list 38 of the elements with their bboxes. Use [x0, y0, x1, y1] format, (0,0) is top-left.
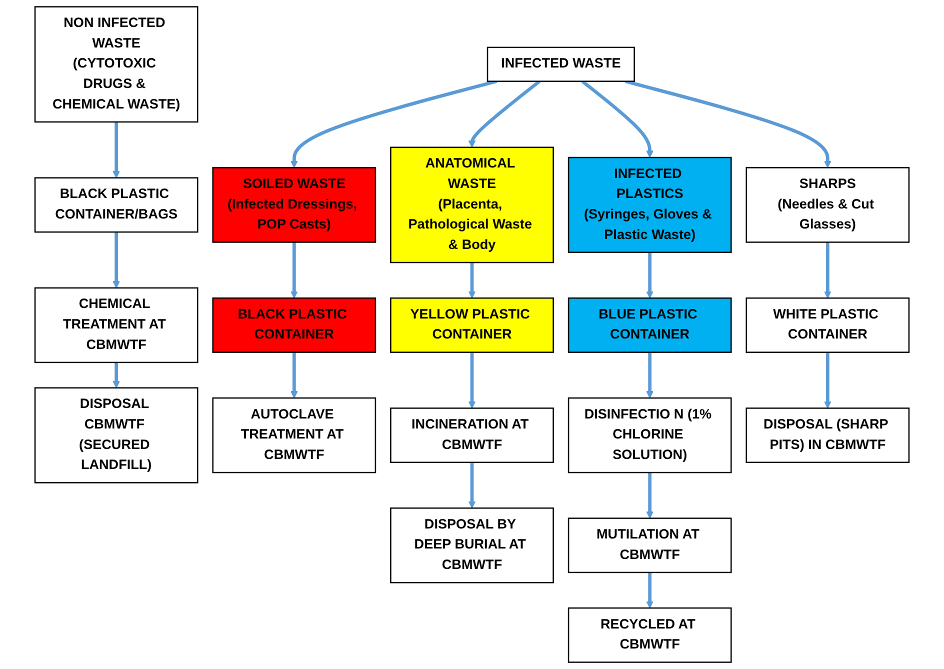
node-box: BLACK PLASTIC CONTAINER/BAGS: [34, 177, 198, 233]
arrow: [112, 362, 120, 388]
arrow: [468, 80, 541, 148]
arrow: [646, 352, 654, 398]
node-box: SHARPS (Needles & Cut Glasses): [746, 167, 910, 243]
arrow: [290, 242, 298, 298]
arrow: [290, 80, 498, 168]
node-box: INFECTED PLASTICS (Syringes, Gloves & Plastic Waste): [568, 156, 732, 253]
node-box: WHITE PLASTIC CONTAINER: [746, 297, 910, 353]
node-box: BLUE PLASTIC CONTAINER: [568, 297, 732, 353]
node-box: DISINFECTIO N (1% CHLORINE SOLUTION): [568, 397, 732, 474]
node-box: BLACK PLASTIC CONTAINER: [212, 297, 376, 353]
arrow: [112, 122, 120, 178]
arrow: [624, 80, 832, 168]
node-box: ANATOMICAL WASTE (Placenta, Pathological Waste & Body: [390, 146, 554, 264]
node-box: DISPOSAL BY DEEP BURIAL AT CBMWTF: [390, 507, 554, 584]
arrow: [646, 252, 654, 298]
arrow: [468, 352, 476, 409]
arrow: [290, 352, 298, 398]
node-box: INFECTED WASTE: [486, 46, 635, 82]
arrow: [646, 572, 654, 608]
arrow: [824, 352, 832, 409]
arrow: [112, 232, 120, 288]
node-box: NON INFECTED WASTE (CYTOTOXIC DRUGS & CHEMICAL WASTE): [34, 6, 198, 123]
arrow: [824, 242, 832, 298]
node-box: SOILED WASTE (Infected Dressings, POP Casts): [212, 167, 376, 243]
arrow: [468, 462, 476, 508]
node-box: DISPOSAL (SHARP PITS) IN CBMWTF: [746, 408, 910, 463]
arrow: [581, 80, 654, 158]
node-box: AUTOCLAVE TREATMENT AT CBMWTF: [212, 397, 376, 474]
node-box: INCINERATION AT CBMWTF: [390, 408, 554, 463]
arrow: [468, 262, 476, 298]
node-box: YELLOW PLASTIC CONTAINER: [390, 297, 554, 353]
node-box: RECYCLED AT CBMWTF: [568, 607, 732, 663]
node-box: DISPOSAL CBMWTF (SECURED LANDFILL): [34, 387, 198, 484]
arrow: [646, 472, 654, 519]
node-box: MUTILATION AT CBMWTF: [568, 518, 732, 574]
node-box: CHEMICAL TREATMENT AT CBMWTF: [34, 287, 198, 364]
